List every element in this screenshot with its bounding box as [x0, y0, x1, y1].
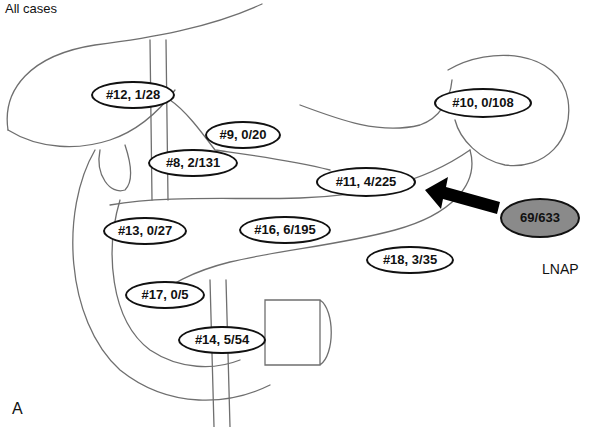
lymph-node-station: #18, 3/35: [366, 246, 454, 274]
lymph-node-station: #13, 0/27: [103, 217, 187, 245]
station-label: #14, 5/54: [195, 333, 249, 347]
station-label: #8, 2/131: [166, 156, 220, 170]
lymph-node-station: #12, 1/28: [91, 81, 175, 109]
station-label: #13, 0/27: [118, 224, 172, 238]
lymph-node-station: #14, 5/54: [178, 326, 266, 354]
lymph-node-station: #11, 4/225: [316, 167, 416, 197]
stomach-line: [300, 80, 452, 128]
lymph-node-station: #16, 6/195: [239, 216, 331, 244]
station-label: 69/633: [520, 211, 560, 225]
lymph-node-station: #9, 0/20: [205, 121, 281, 149]
station-label: #10, 0/108: [452, 96, 513, 110]
station-label: #16, 6/195: [254, 223, 315, 237]
duodenum-outer: [73, 150, 270, 400]
lymph-node-station: #10, 0/108: [434, 88, 532, 118]
liver-outline: [7, 4, 262, 130]
figure-label: All cases: [3, 2, 59, 16]
station-label: #17, 0/5: [142, 288, 189, 302]
lymph-node-station: #8, 2/131: [148, 149, 238, 177]
figure-label: LNAP: [540, 262, 581, 277]
station-label: #12, 1/28: [106, 88, 160, 102]
station-label: #18, 3/35: [383, 253, 437, 267]
gallbladder: [99, 145, 131, 191]
pointer-arrow: [425, 177, 500, 214]
station-label: #11, 4/225: [336, 175, 397, 189]
station-label: #9, 0/20: [220, 128, 267, 142]
lymph-node-station: #17, 0/5: [125, 281, 205, 309]
panel-letter: A: [10, 400, 25, 418]
portal-vein: [150, 40, 168, 200]
mesenteric-stump: [265, 300, 331, 365]
summary-ellipse: 69/633: [500, 198, 580, 238]
